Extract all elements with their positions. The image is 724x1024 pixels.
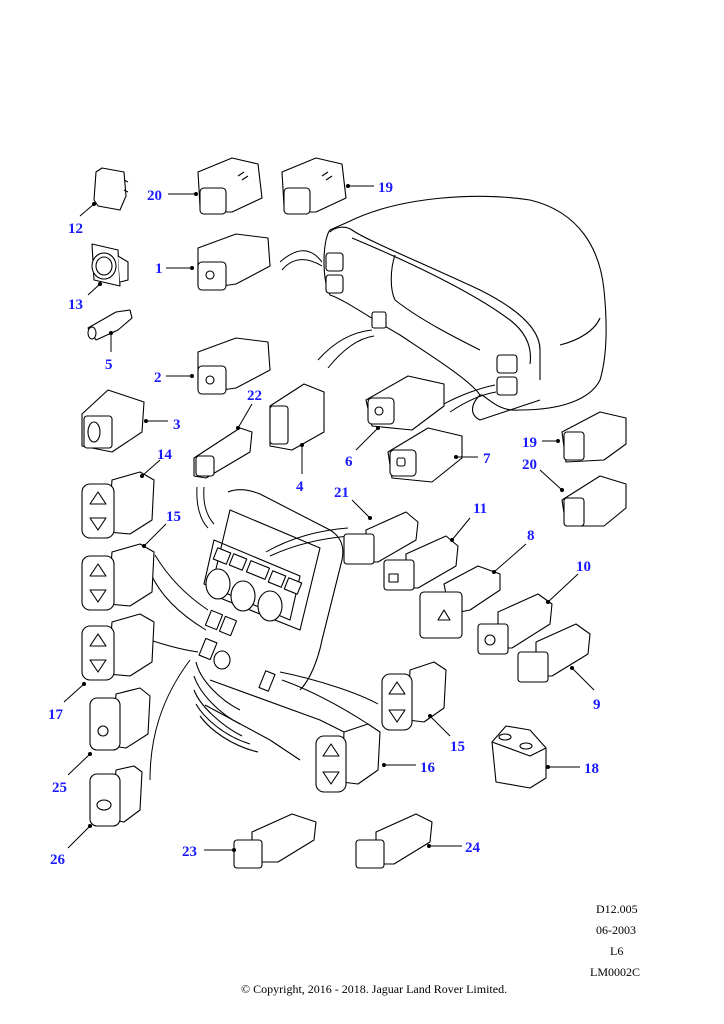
callout-3: 3 <box>144 417 181 433</box>
part-16-window-switch <box>315 723 381 793</box>
callout-24: 24 <box>427 840 481 856</box>
callout-12: 12 <box>68 202 96 237</box>
callout-15-left: 15 <box>142 509 181 548</box>
svg-text:20: 20 <box>522 457 537 473</box>
part-18-sunroof-switch <box>491 725 547 789</box>
callout-19-cluster: 19 <box>522 435 560 451</box>
svg-text:15: 15 <box>450 739 465 755</box>
part-24-heated-screen-switch <box>355 813 433 869</box>
svg-text:19: 19 <box>378 180 393 196</box>
part-4-leveling-switch <box>269 383 325 451</box>
part-5-bulb-holder <box>87 309 133 341</box>
part-19-switch-upper <box>281 157 347 215</box>
svg-text:23: 23 <box>182 844 197 860</box>
callout-17: 17 <box>48 682 86 723</box>
callout-9: 9 <box>570 666 601 713</box>
reference-number: D12.005 <box>596 902 638 916</box>
part-17-window-switch <box>81 613 155 681</box>
svg-text:15: 15 <box>166 509 181 525</box>
model-code: L6 <box>610 944 624 958</box>
part-21-console-switch <box>343 511 419 565</box>
part-19-switch-cluster <box>561 411 627 463</box>
callout-15-right: 15 <box>428 714 465 755</box>
svg-text:12: 12 <box>68 221 83 237</box>
part-1-rear-fog-switch <box>197 233 271 291</box>
svg-text:26: 26 <box>50 852 66 868</box>
part-13-rotary-switch <box>91 243 129 287</box>
svg-text:10: 10 <box>576 559 591 575</box>
callout-13: 13 <box>68 282 102 313</box>
part-12-blanking-cap <box>93 167 129 211</box>
svg-text:18: 18 <box>584 761 599 777</box>
svg-text:13: 13 <box>68 297 83 313</box>
part-9-air-con-switch <box>517 623 591 683</box>
issue-date: 06-2003 <box>596 923 636 937</box>
svg-text:17: 17 <box>48 707 64 723</box>
part-26-blank-switch <box>89 765 143 827</box>
callout-4: 4 <box>296 443 304 495</box>
part-10-recirculation-switch <box>477 593 553 655</box>
callout-1: 1 <box>155 261 194 277</box>
callout-21: 21 <box>334 485 372 520</box>
svg-text:21: 21 <box>334 485 349 501</box>
svg-text:20: 20 <box>147 188 162 204</box>
svg-text:9: 9 <box>593 697 601 713</box>
callouts: 12 20 19 1 13 5 2 3 22 4 6 7 19 20 14 15… <box>48 180 601 868</box>
part-6-cluster-switch <box>365 375 445 431</box>
svg-text:3: 3 <box>173 417 181 433</box>
callout-2: 2 <box>154 370 194 386</box>
callout-11: 11 <box>450 501 487 542</box>
part-11-heated-rear-window-switch <box>383 535 459 591</box>
part-7-cluster-switch <box>387 427 463 483</box>
part-2-front-fog-switch <box>197 337 271 395</box>
svg-text:7: 7 <box>483 451 491 467</box>
part-14-window-switch <box>81 471 155 539</box>
part-15-window-switch <box>81 543 155 611</box>
part-3-thumbwheel <box>81 389 145 453</box>
part-23-fog-lamp-switch <box>233 813 317 869</box>
copyright-notice: © Copyright, 2016 - 2018. Jaguar Land Ro… <box>241 982 508 996</box>
svg-text:8: 8 <box>527 528 535 544</box>
callout-6: 6 <box>345 426 380 470</box>
callout-20-cluster: 20 <box>522 457 564 492</box>
instrument-cluster-housing <box>323 195 607 421</box>
callout-16: 16 <box>382 760 436 776</box>
svg-text:19: 19 <box>522 435 537 451</box>
part-22-switch <box>193 427 253 479</box>
svg-text:1: 1 <box>155 261 163 277</box>
centre-console-fascia <box>193 489 361 761</box>
svg-text:25: 25 <box>52 780 67 796</box>
part-20-switch-upper <box>197 157 263 215</box>
svg-text:4: 4 <box>296 479 304 495</box>
svg-text:5: 5 <box>105 357 113 373</box>
connector-curves <box>149 250 497 781</box>
callout-25: 25 <box>52 752 92 796</box>
callout-8: 8 <box>492 528 535 574</box>
part-25-seat-heater-switch <box>89 687 151 751</box>
callout-19-upper: 19 <box>346 180 393 196</box>
callout-20-upper: 20 <box>147 188 198 204</box>
callout-14: 14 <box>140 447 173 478</box>
part-8-hazard-switch <box>419 565 501 639</box>
svg-text:2: 2 <box>154 370 162 386</box>
callout-18: 18 <box>546 761 599 777</box>
callout-5: 5 <box>105 331 113 373</box>
callout-26: 26 <box>50 824 92 868</box>
callout-7: 7 <box>454 451 491 467</box>
part-20-switch-cluster <box>561 475 627 527</box>
svg-text:14: 14 <box>157 447 173 463</box>
svg-text:22: 22 <box>247 388 262 404</box>
svg-text:24: 24 <box>465 840 481 856</box>
part-15-window-switch-right <box>381 661 447 731</box>
callout-10: 10 <box>546 559 591 604</box>
callout-23: 23 <box>182 844 236 860</box>
svg-text:16: 16 <box>420 760 436 776</box>
svg-text:6: 6 <box>345 454 353 470</box>
illustration-code: LM0002C <box>590 965 641 979</box>
svg-text:11: 11 <box>473 501 487 517</box>
callout-22: 22 <box>236 388 262 430</box>
